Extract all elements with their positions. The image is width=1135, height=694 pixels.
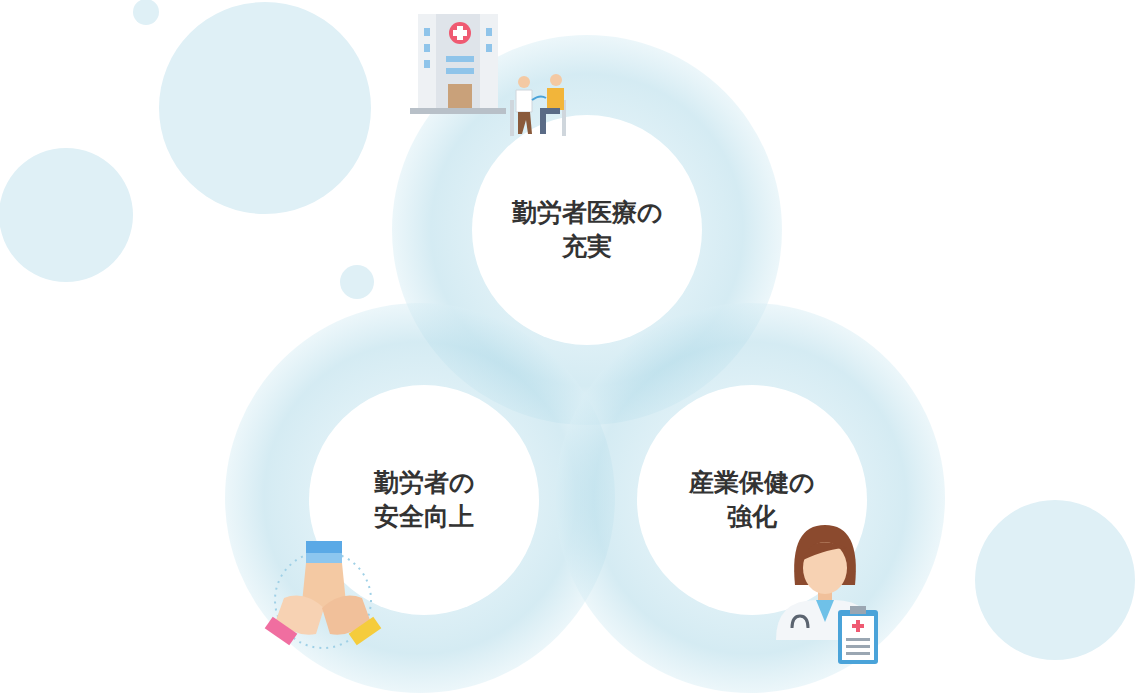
health-circle: 産業保健の 強化 [637, 385, 867, 615]
bubble [975, 500, 1135, 660]
bubble [340, 265, 374, 299]
ring [555, 303, 945, 693]
hospital-icon [410, 14, 506, 114]
medical-circle: 勤労者医療の 充実 [472, 115, 702, 345]
circle-label: 勤労者医療の 充実 [502, 196, 672, 264]
bubble [133, 0, 159, 25]
safety-circle: 勤労者の 安全向上 [309, 385, 539, 615]
bubble [159, 2, 371, 214]
bubble [0, 148, 133, 282]
circle-label: 産業保健の 強化 [667, 466, 837, 534]
circle-label: 勤労者の 安全向上 [339, 466, 509, 534]
